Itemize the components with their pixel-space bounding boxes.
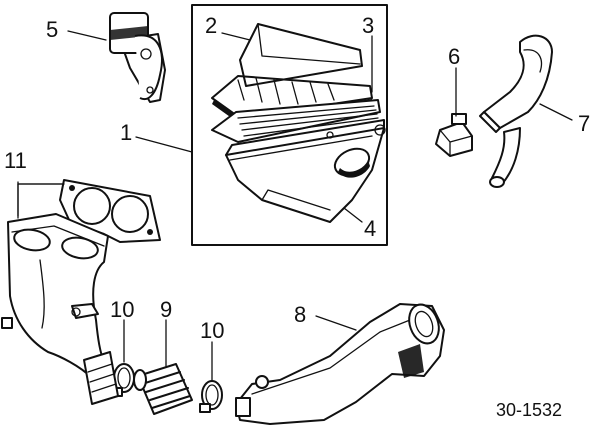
callout-6: 6 [448,44,460,69]
part-7-breather-hose [479,34,553,188]
callout-5: 5 [46,17,58,42]
callout-9: 9 [160,297,172,322]
part-3-filter-element [211,99,381,143]
part-6-sensor [435,113,473,157]
leader-lines [17,30,573,381]
part-5-airflow-sensor [109,12,166,103]
reference-number: 30-1532 [496,400,562,420]
callout-11: 11 [4,148,27,173]
part-4-housing [225,119,386,223]
manifold-bellows [83,351,119,405]
callout-1: 1 [120,120,132,145]
part-10-clamp-right [199,380,223,413]
callout-7: 7 [578,111,590,136]
callout-3: 3 [362,13,374,38]
part-9-bellows-hose [133,363,193,415]
callout-10-right: 10 [200,318,224,343]
callout-8: 8 [294,302,306,327]
intake-manifold [1,213,109,379]
assembly-frame [191,4,388,246]
callout-10-left: 10 [110,297,134,322]
callout-2: 2 [205,13,217,38]
part-8-intake-duct [235,303,445,425]
callout-4: 4 [364,216,376,241]
